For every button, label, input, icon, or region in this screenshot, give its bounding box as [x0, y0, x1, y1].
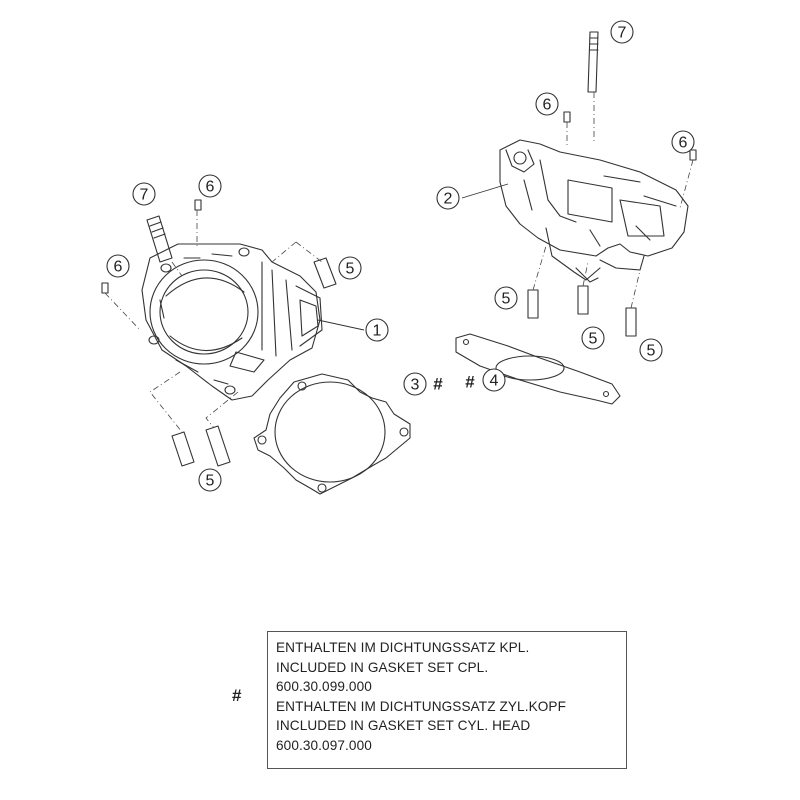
base-gasket-part	[253, 373, 411, 495]
callout-circle-5c	[494, 286, 518, 310]
legend-line-6: 600.30.097.000	[276, 737, 372, 753]
callout-circle-5d	[581, 326, 605, 350]
callout-circle-2	[436, 186, 460, 210]
callout-circle-4	[482, 368, 506, 392]
callout-circle-6a	[198, 174, 222, 198]
callout-circle-1	[365, 318, 389, 342]
callout-6d: 6	[679, 135, 688, 152]
stud-right	[587, 31, 599, 93]
dowel-pins	[101, 111, 697, 294]
callout-5c: 5	[502, 291, 511, 308]
callout-3: 3	[411, 377, 420, 394]
hash-mark-part4: #	[465, 373, 475, 392]
hash-mark-part3: #	[433, 375, 443, 394]
legend-box: ENTHALTEN IM DICHTUNGSSATZ KPL. INCLUDED…	[267, 631, 627, 769]
callout-4: 4	[490, 373, 499, 390]
legend-marker: #	[232, 686, 242, 705]
callout-5a: 5	[346, 261, 355, 278]
callout-2: 2	[444, 191, 453, 208]
callout-circle-6b	[106, 254, 130, 278]
callout-7b: 7	[618, 25, 627, 42]
legend-line-1: ENTHALTEN IM DICHTUNGSSATZ KPL.	[276, 640, 530, 655]
stud-left	[146, 215, 173, 263]
legend-line-2: INCLUDED IN GASKET SET CPL.	[276, 659, 489, 675]
callout-5b: 5	[206, 473, 215, 490]
callout-circle-6d	[671, 130, 695, 154]
callout-5d: 5	[589, 331, 598, 348]
legend-line-4: ENTHALTEN IM DICHTUNGSSATZ ZYL.KOPF	[276, 698, 566, 714]
callout-circle-5a	[338, 256, 362, 280]
callout-6a: 6	[206, 179, 215, 196]
callout-6b: 6	[114, 259, 123, 276]
legend-line-5: INCLUDED IN GASKET SET CYL. HEAD	[276, 718, 531, 733]
callout-circle-3	[403, 372, 427, 396]
callout-circle-5e	[639, 338, 663, 362]
callout-7a: 7	[140, 187, 149, 204]
screws	[171, 257, 637, 467]
callout-6c: 6	[543, 97, 552, 114]
callout-5e: 5	[647, 343, 656, 360]
cylinder-part	[141, 243, 323, 401]
legend-line-3: 600.30.099.000	[276, 679, 372, 694]
callout-circle-5b	[198, 468, 222, 492]
callout-circle-7a	[132, 182, 156, 206]
callout-circle-6c	[535, 92, 559, 116]
head-gasket-part	[455, 333, 621, 405]
callout-1: 1	[373, 323, 382, 340]
cylinder-head-part	[499, 139, 689, 283]
callout-circle-7b	[610, 20, 634, 44]
